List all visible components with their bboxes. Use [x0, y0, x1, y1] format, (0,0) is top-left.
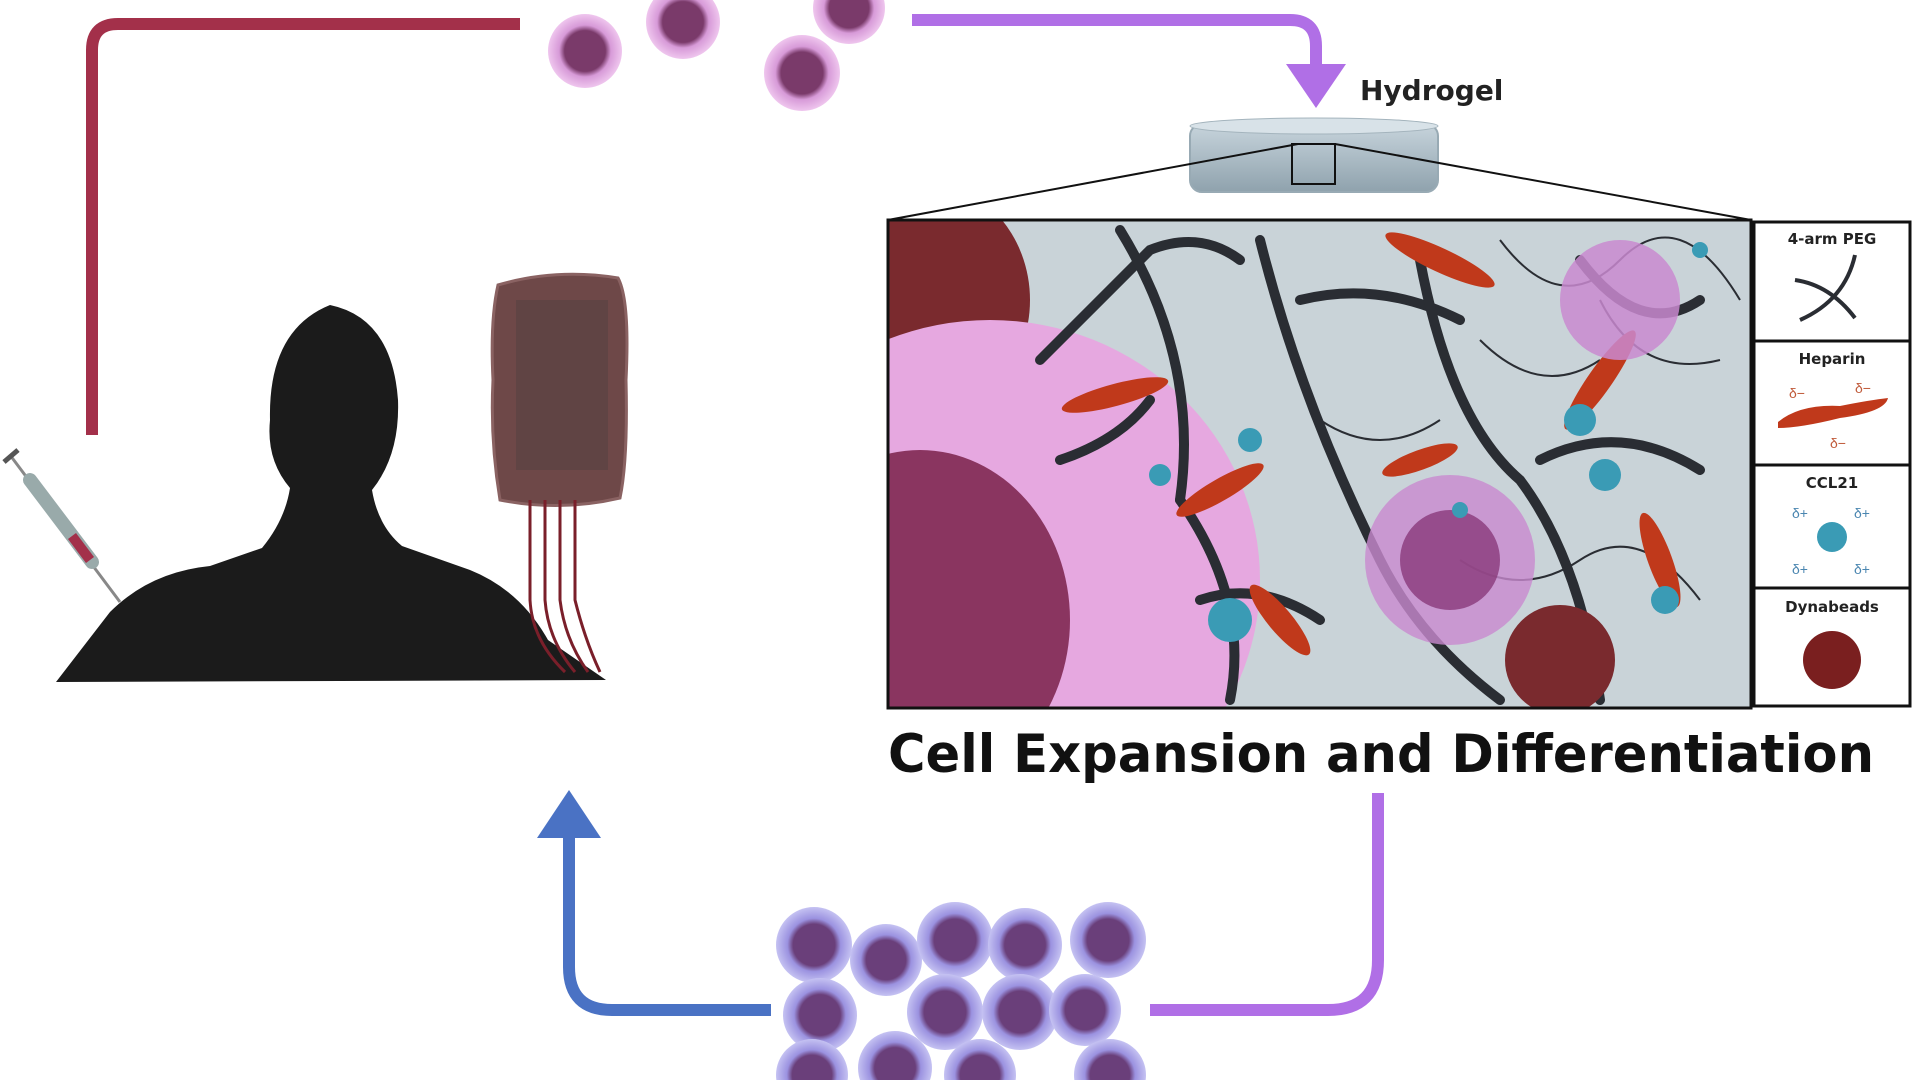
legend-label: CCL21: [1806, 474, 1858, 492]
syringe-icon: [2, 448, 122, 603]
to-hydrogel-arrowhead: [1286, 64, 1346, 108]
collection-line: [86, 18, 520, 435]
blood-bag-icon: [490, 272, 629, 674]
heparin-charge: δ−: [1830, 435, 1846, 451]
ccl21-charge: δ+: [1792, 505, 1808, 521]
stage-title: Cell Expansion and Differentiation: [888, 724, 1874, 785]
legend-item-dynabeads: Dynabeads: [1785, 598, 1879, 689]
hydrogel-dish: [1189, 117, 1439, 193]
heparin-charge: δ−: [1855, 380, 1871, 396]
expansion-line: [1150, 793, 1384, 1016]
legend-item-peg: 4-arm PEG: [1788, 230, 1877, 322]
peg-icon: [1794, 254, 1857, 322]
heparin-icon: [1778, 398, 1888, 428]
ccl21-icon: [1817, 522, 1847, 552]
legend-label: Dynabeads: [1785, 598, 1879, 616]
hydrogel-microstructure-panel: [888, 220, 1751, 708]
zoom-line-left: [887, 143, 1299, 221]
legend-item-ccl21: CCL21 δ+ δ+ δ+ δ+: [1792, 474, 1870, 577]
reinfusion-arrow: [563, 832, 771, 1016]
ccl21-charge: δ+: [1854, 505, 1870, 521]
legend-label: 4-arm PEG: [1788, 230, 1877, 248]
zoom-line-right: [1334, 143, 1752, 221]
hydrogel-label: Hydrogel: [1360, 74, 1503, 107]
legend: 4-arm PEG Heparin δ− δ− δ− CCL21 δ+ δ+ δ…: [1752, 220, 1912, 708]
reinfusion-arrowhead: [537, 790, 601, 838]
legend-label: Heparin: [1799, 350, 1866, 368]
collected-cells: [548, 0, 885, 111]
patient-silhouette: [56, 305, 606, 682]
ccl21-charge: δ+: [1854, 561, 1870, 577]
ccl21-charge: δ+: [1792, 561, 1808, 577]
panel-border: [886, 218, 1753, 710]
dynabead-icon: [1803, 631, 1861, 689]
expanded-cells: [776, 902, 1146, 1080]
to-hydrogel-arrow: [912, 14, 1322, 70]
heparin-charge: δ−: [1789, 385, 1805, 401]
legend-item-heparin: Heparin δ− δ− δ−: [1778, 350, 1888, 451]
